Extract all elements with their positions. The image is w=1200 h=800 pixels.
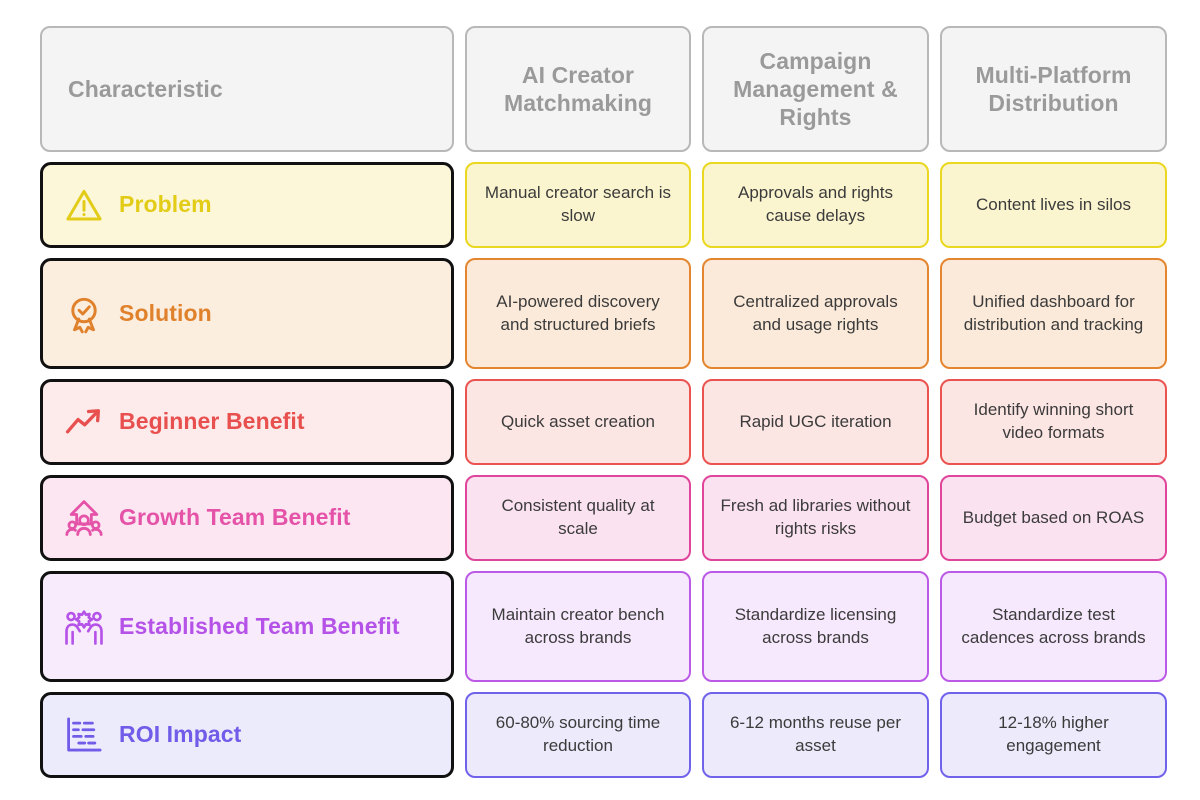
matrix-row-problem: Problem Manual creator search is slow Ap… [40, 162, 1167, 248]
matrix-row-growth-team-benefit: Growth Team Benefit Consistent quality a… [40, 475, 1167, 561]
column-header-characteristic: Characteristic [40, 26, 454, 153]
matrix-cell: Unified dashboard for distribution and t… [940, 257, 1167, 370]
cell-text: Budget based on ROAS [962, 507, 1145, 527]
people-growth-arrow-icon [63, 497, 105, 539]
trending-up-arrow-icon [63, 401, 105, 443]
cell-text: Manual creator search is slow [484, 183, 672, 226]
row-label-problem: Problem [40, 162, 454, 248]
cell-text: Consistent quality at scale [501, 496, 655, 538]
matrix-cell: 60-80% sourcing time reduction [465, 692, 691, 779]
column-header-label: AI Creator Matchmaking [503, 62, 653, 117]
matrix-cell: 12-18% higher engagement [940, 692, 1167, 779]
matrix-cell: Approvals and rights cause delays [702, 162, 929, 248]
matrix-cell: Maintain creator bench across brands [465, 570, 691, 683]
cell-text: Quick asset creation [500, 411, 655, 431]
row-label-text: Growth Team Benefit [119, 504, 351, 531]
matrix-row-solution: Solution AI-powered discovery and struct… [40, 257, 1167, 370]
matrix-header-row: Characteristic AI Creator Matchmaking Ca… [40, 26, 1167, 153]
cell-text: Standardize test cadences across brands [961, 604, 1146, 647]
row-label-text: ROI Impact [119, 721, 242, 748]
matrix-row-established-team-benefit: Established Team Benefit Maintain creato… [40, 570, 1167, 683]
cell-text: Rapid UGC iteration [739, 411, 892, 431]
cell-text: 12-18% higher engagement [998, 713, 1109, 756]
matrix-cell: Manual creator search is slow [465, 162, 691, 248]
matrix-cell: Fresh ad libraries without rights risks [702, 475, 929, 561]
cell-text: Fresh ad libraries without rights risks [720, 496, 911, 538]
row-label-growth-team-benefit: Growth Team Benefit [40, 475, 454, 561]
award-check-icon [63, 293, 105, 335]
matrix-cell: Centralized approvals and usage rights [702, 257, 929, 370]
column-header-campaign-management-rights: Campaign Management & Rights [702, 26, 929, 153]
matrix-cell: Consistent quality at scale [465, 475, 691, 561]
column-header-label: Characteristic [68, 76, 223, 103]
column-header-label: Campaign Management & Rights [733, 48, 898, 131]
row-label-text: Established Team Benefit [119, 612, 400, 639]
matrix-row-roi-impact: ROI Impact 60-80% sourcing time reductio… [40, 692, 1167, 779]
row-label-text: Problem [119, 191, 212, 218]
matrix-cell: Identify winning short video formats [940, 379, 1167, 466]
bar-chart-icon [63, 714, 105, 756]
row-label-roi-impact: ROI Impact [40, 692, 454, 779]
matrix-cell: Rapid UGC iteration [702, 379, 929, 466]
matrix-cell: Quick asset creation [465, 379, 691, 466]
cell-text: Content lives in silos [976, 194, 1131, 214]
cell-text: AI-powered discovery and structured brie… [496, 291, 660, 334]
matrix-cell: AI-powered discovery and structured brie… [465, 257, 691, 370]
cell-text: Unified dashboard for distribution and t… [963, 291, 1144, 334]
matrix-cell: 6-12 months reuse per asset [702, 692, 929, 779]
row-label-solution: Solution [40, 257, 454, 370]
row-label-text: Beginner Benefit [119, 408, 305, 435]
cell-text: Identify winning short video formats [973, 400, 1134, 443]
matrix-cell: Content lives in silos [940, 162, 1167, 248]
cell-text: 60-80% sourcing time reduction [495, 713, 661, 756]
column-header-label: Multi-Platform Distribution [975, 62, 1132, 117]
matrix-cell: Standardize licensing across brands [702, 570, 929, 683]
cell-text: Standardize licensing across brands [734, 604, 897, 647]
cell-text: Centralized approvals and usage rights [733, 291, 898, 334]
matrix-cell: Standardize test cadences across brands [940, 570, 1167, 683]
cell-text: 6-12 months reuse per asset [729, 713, 902, 756]
row-label-beginner-benefit: Beginner Benefit [40, 379, 454, 466]
team-gear-icon [63, 606, 105, 648]
matrix-cell: Budget based on ROAS [940, 475, 1167, 561]
warning-triangle-icon [63, 184, 105, 226]
cell-text: Approvals and rights cause delays [738, 183, 893, 226]
column-header-multi-platform-distribution: Multi-Platform Distribution [940, 26, 1167, 153]
row-label-text: Solution [119, 299, 212, 326]
row-label-established-team-benefit: Established Team Benefit [40, 570, 454, 683]
column-header-ai-creator-matchmaking: AI Creator Matchmaking [465, 26, 691, 153]
matrix-row-beginner-benefit: Beginner Benefit Quick asset creation Ra… [40, 379, 1167, 466]
cell-text: Maintain creator bench across brands [491, 604, 665, 647]
